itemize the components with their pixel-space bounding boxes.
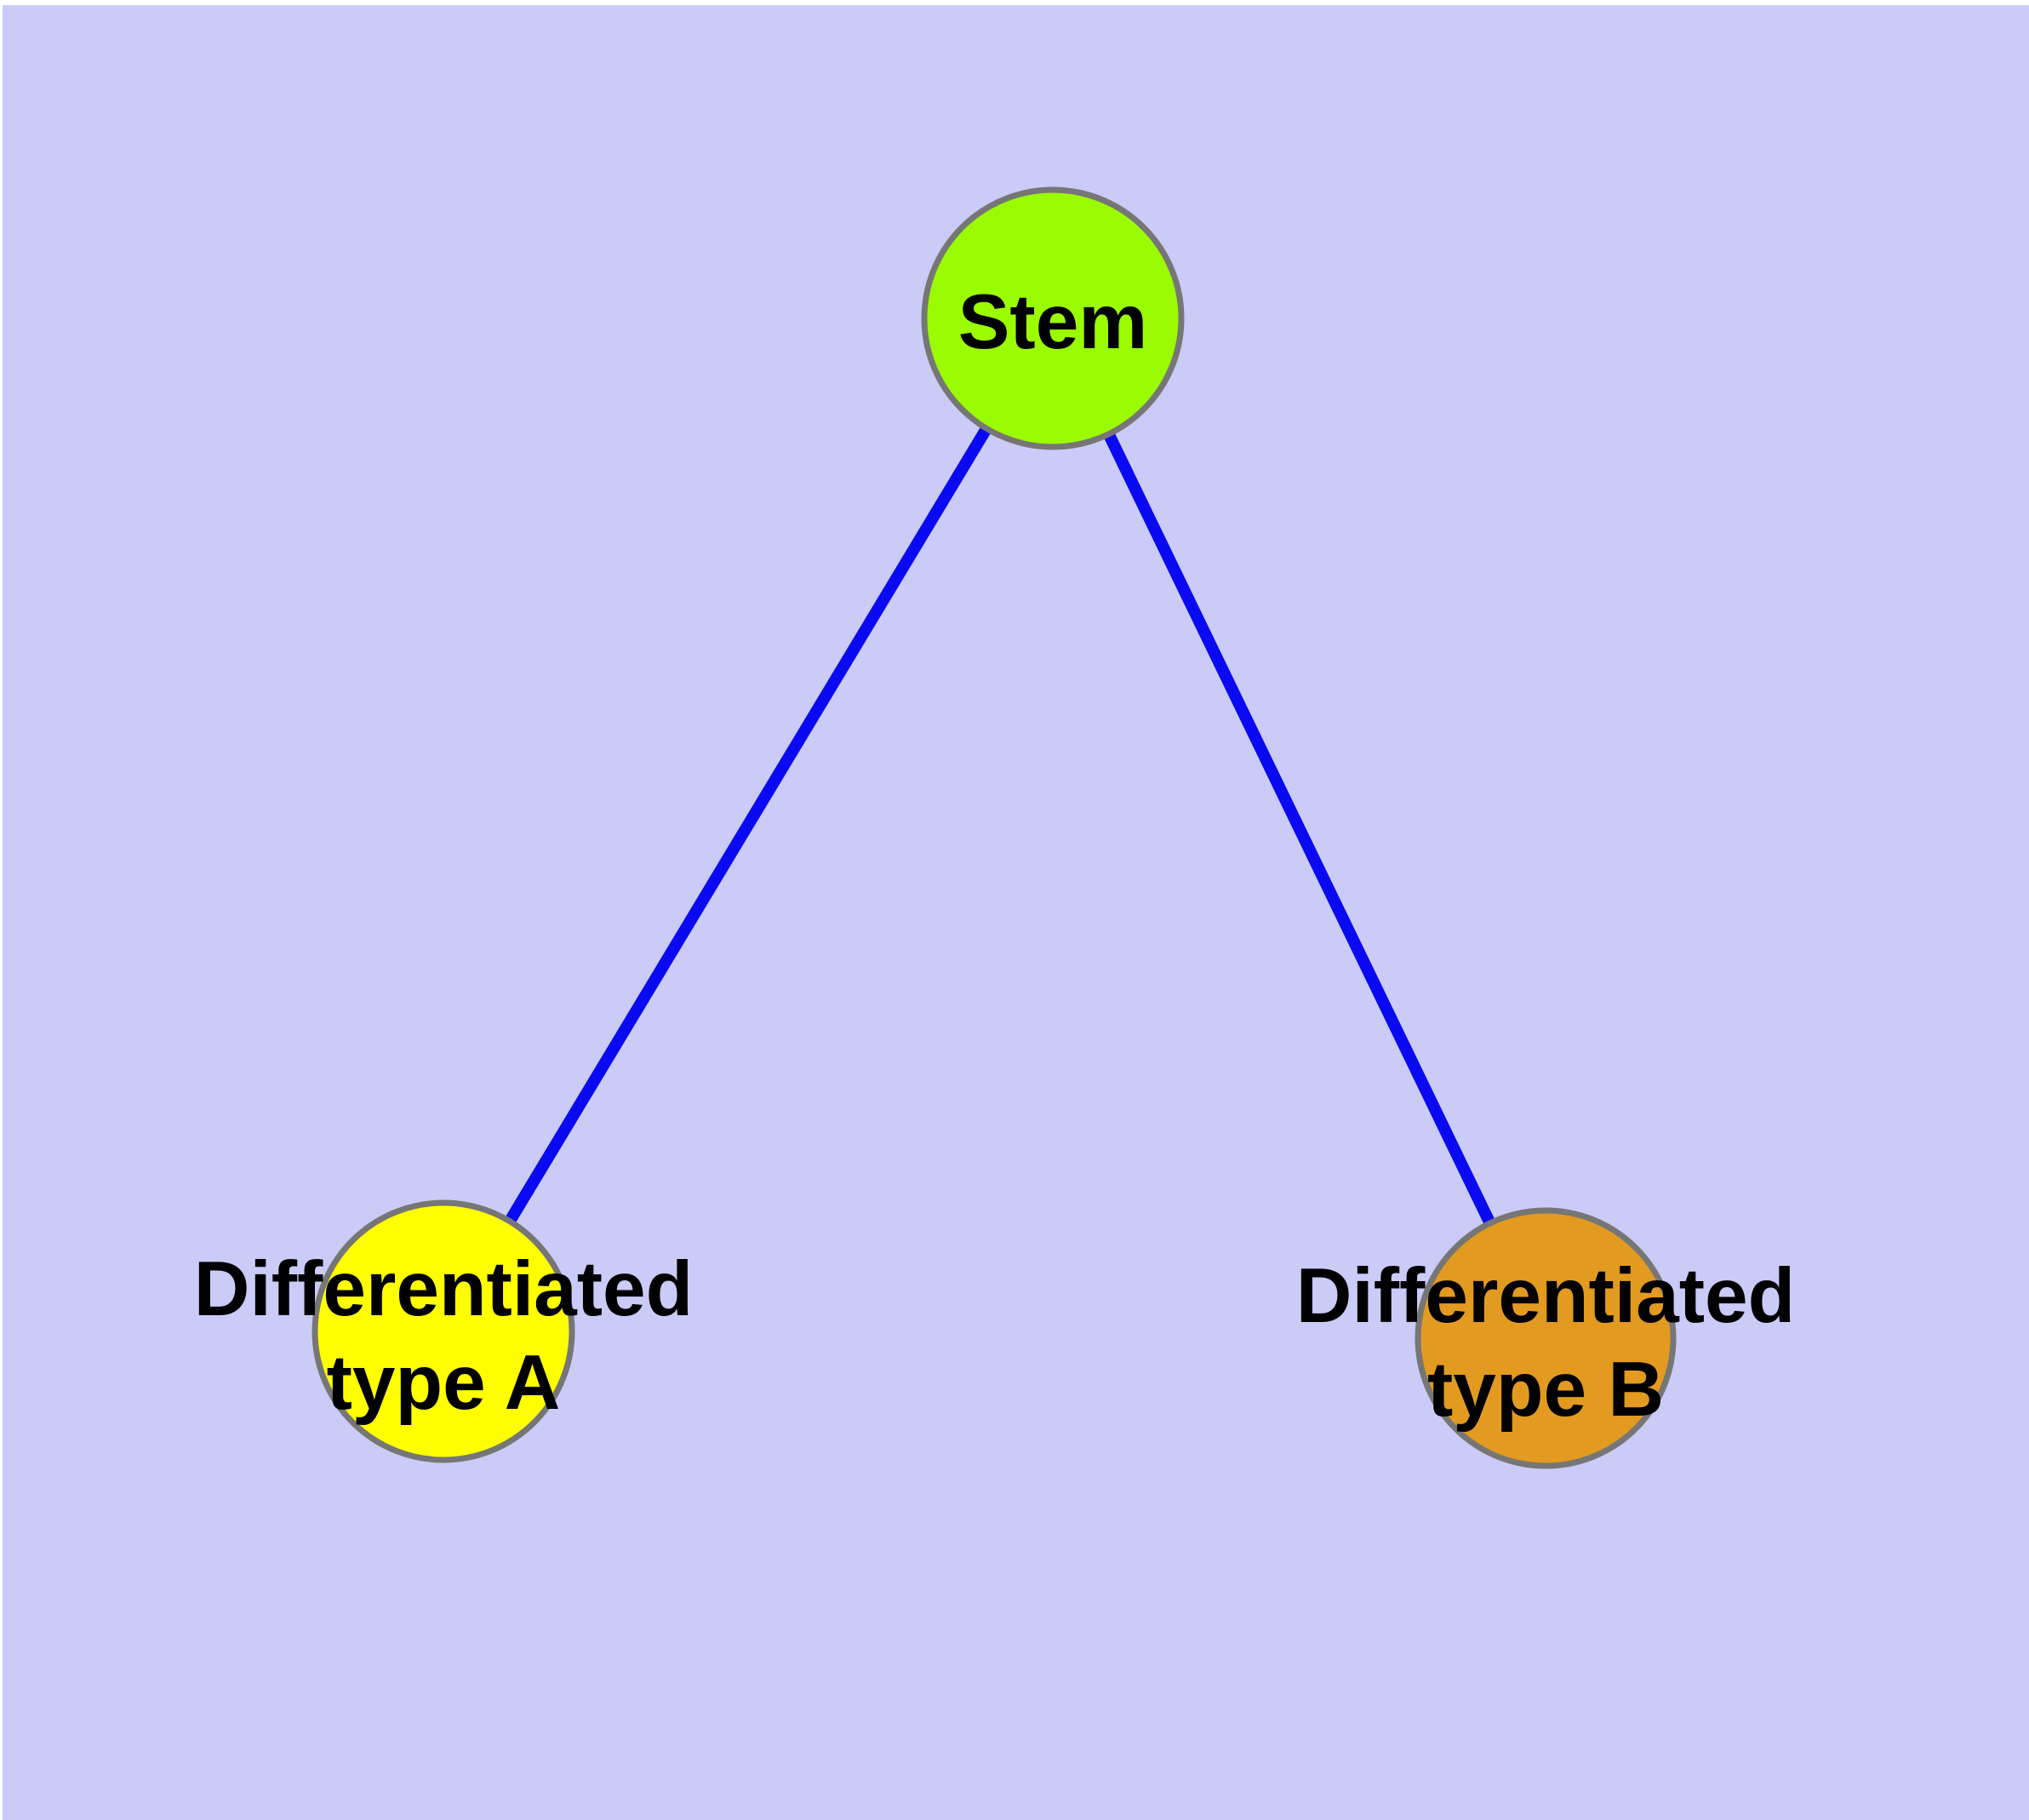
node-type-a-label-line2: type A <box>327 1340 561 1426</box>
node-type-b-circle <box>1415 1207 1677 1469</box>
node-stem-circle <box>921 186 1185 450</box>
edge-stem-to-type-b <box>1047 315 1552 1342</box>
node-type-b-label-line1: Differentiated <box>1296 1253 1796 1339</box>
node-type-a-label-line1: Differentiated <box>194 1246 694 1332</box>
edge-stem-to-type-a <box>438 315 1058 1335</box>
node-type-b-label-line2: type B <box>1427 1347 1664 1433</box>
node-type-a-circle <box>311 1199 575 1463</box>
node-stem-label: Stem <box>958 279 1148 365</box>
